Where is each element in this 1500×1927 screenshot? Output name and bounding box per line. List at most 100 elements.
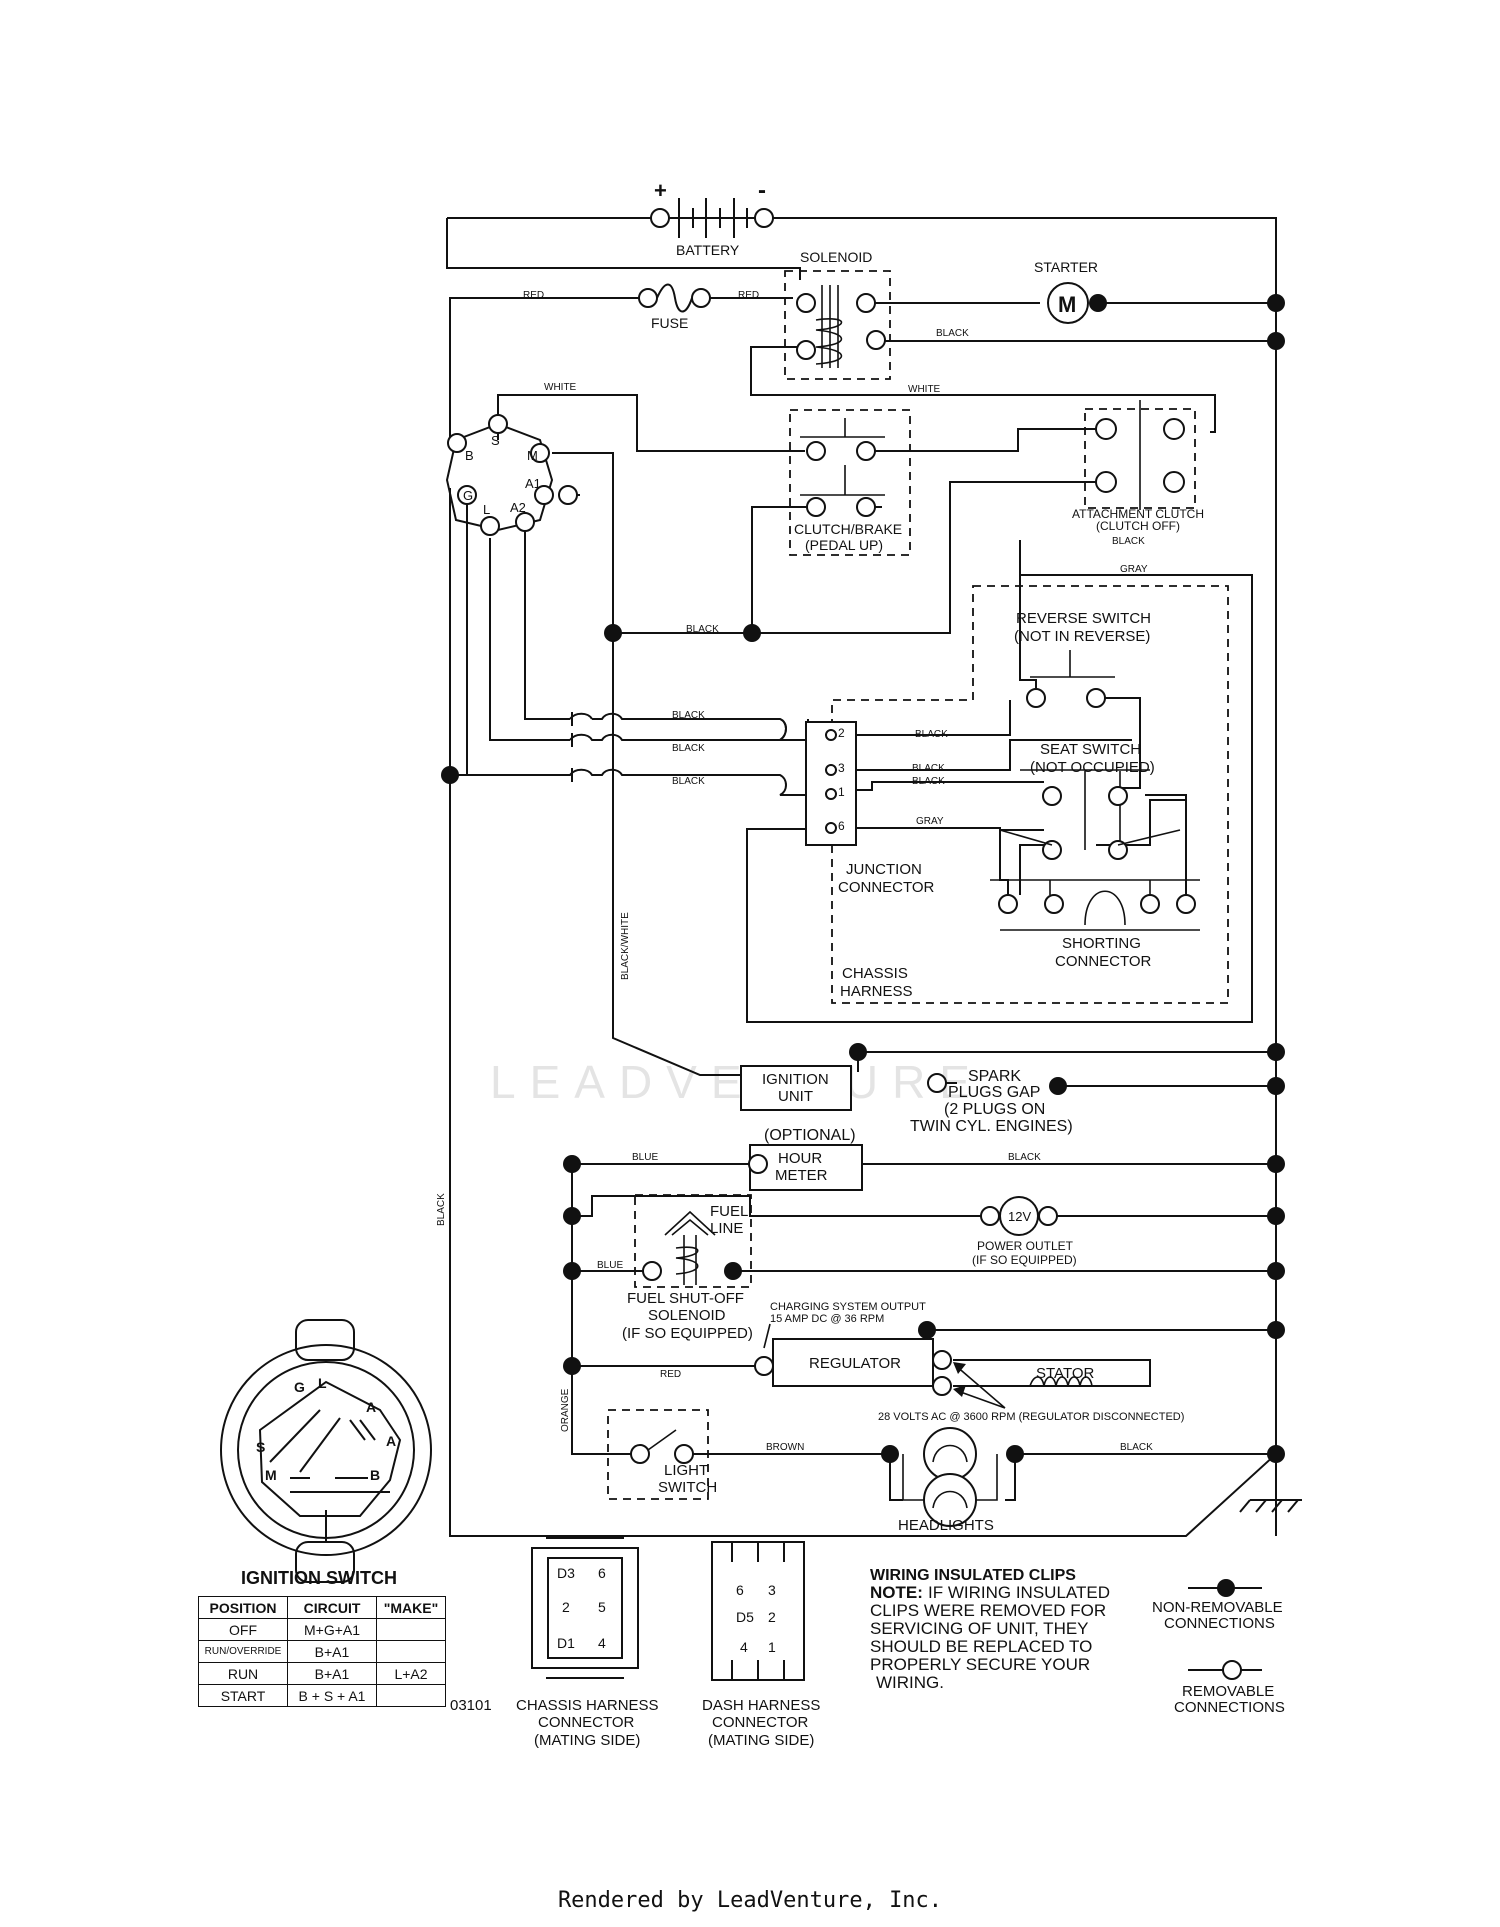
table-cell: B + S + A1: [287, 1684, 377, 1707]
chassis-label-1: CHASSIS: [842, 965, 908, 982]
table-header: CIRCUIT: [287, 1596, 377, 1619]
table-cell: [376, 1618, 446, 1641]
watermark-text: LEADVENTURE: [490, 1056, 984, 1108]
wire-label-red-2: RED: [738, 290, 759, 301]
hour-meter: (OPTIONAL) HOUR METER: [748, 1127, 863, 1191]
clips-note-bold: NOTE:: [870, 1583, 923, 1602]
chassis-conn-label-3: (MATING SIDE): [534, 1732, 640, 1749]
reverse-switch: REVERSE SWITCH (NOT IN REVERSE): [1014, 610, 1151, 708]
ignition-switch-terminals: S M B A1 G L A2: [445, 414, 578, 536]
table-row: RUN/OVERRIDE B+A1: [198, 1640, 446, 1663]
table-row: OFF M+G+A1: [198, 1618, 446, 1641]
table-cell: [376, 1684, 446, 1707]
legend-rem-2: CONNECTIONS: [1174, 1699, 1285, 1716]
ign-term-a2: A2: [510, 500, 526, 515]
light-switch-label-1: LIGHT: [664, 1462, 708, 1479]
ign-term-s: S: [491, 433, 500, 448]
reverse-label-2: (NOT IN REVERSE): [1014, 628, 1150, 645]
dash-pin-6: 6: [736, 1582, 744, 1598]
chassis-conn-label-2: CONNECTOR: [538, 1714, 635, 1731]
table-cell: RUN: [198, 1662, 288, 1685]
charging-label-1: CHARGING SYSTEM OUTPUT: [770, 1301, 926, 1313]
outlet-label-1: POWER OUTLET: [977, 1239, 1074, 1253]
svg-text:A: A: [366, 1399, 376, 1415]
wire-label-black-rail: BLACK: [436, 1193, 447, 1226]
charging-label-2: 15 AMP DC @ 36 RPM: [770, 1313, 884, 1325]
shorting-label-1: SHORTING: [1062, 935, 1141, 952]
optional-label: (OPTIONAL): [764, 1127, 856, 1144]
starter: M STARTER: [1034, 259, 1107, 324]
dash-harness-connector: 6 3 D5 2 4 1 DASH HARNESS CONNECTOR (MAT…: [702, 1541, 820, 1749]
chassis-conn-label-1: CHASSIS HARNESS: [516, 1697, 659, 1714]
reverse-label-1: REVERSE SWITCH: [1016, 610, 1151, 627]
table-cell: OFF: [198, 1618, 288, 1641]
fso-label-1: FUEL SHUT-OFF: [627, 1290, 744, 1307]
dash-pin-d5: D5: [736, 1609, 754, 1625]
dash-conn-label-3: (MATING SIDE): [708, 1732, 814, 1749]
chassis-label-2: HARNESS: [840, 983, 913, 1000]
wire-label-orange: ORANGE: [560, 1388, 571, 1432]
table-row: RUN B+A1 L+A2: [198, 1662, 446, 1685]
attachment-clutch-switch: ATTACHMENT CLUTCH (CLUTCH OFF) BLACK GRA…: [1072, 400, 1204, 575]
junction-connector: 2 3 1 6 JUNCTION CONNECTOR CHASSIS HARNE…: [805, 721, 935, 1000]
ignition-switch-face: G L A A S M B IGNITION SWITCH: [220, 1319, 432, 1588]
wire-label-gray-1: GRAY: [1120, 564, 1148, 575]
table-header: "MAKE": [376, 1596, 446, 1619]
ign-term-l: L: [483, 502, 490, 517]
svg-text:G: G: [294, 1379, 305, 1395]
clips-note-1: IF WIRING INSULATED: [928, 1583, 1110, 1602]
chassis-harness-boundary: [831, 585, 1229, 1004]
seat-label-2: (NOT OCCUPIED): [1030, 759, 1155, 776]
battery: + - BATTERY: [650, 177, 774, 258]
junction-label-1: JUNCTION: [846, 861, 922, 878]
wire-label-black-white: BLACK/WHITE: [620, 912, 631, 980]
wire-label-red-3: RED: [660, 1369, 681, 1380]
svg-text:M: M: [265, 1467, 277, 1483]
ign-term-b: B: [465, 448, 474, 463]
table-row: START B + S + A1: [198, 1684, 446, 1707]
chassis-pin-2: 2: [562, 1599, 570, 1615]
table-cell: L+A2: [376, 1662, 446, 1685]
wire-label-black-7: BLACK: [912, 776, 945, 787]
ac-note: 28 VOLTS AC @ 3600 RPM (REGULATOR DISCON…: [878, 1411, 1184, 1423]
solenoid-label: SOLENOID: [800, 249, 872, 265]
clips-note-4: SHOULD BE REPLACED TO: [870, 1637, 1092, 1656]
clips-note-5: PROPERLY SECURE YOUR: [870, 1655, 1090, 1674]
dash-pin-3: 3: [768, 1582, 776, 1598]
power-outlet: 12V POWER OUTLET (IF SO EQUIPPED): [972, 1196, 1077, 1267]
wire-label-black-meter: BLACK: [1008, 1152, 1041, 1163]
hour-meter-label-2: METER: [775, 1167, 828, 1184]
table-cell: B+A1: [287, 1640, 377, 1663]
fuse: FUSE: [638, 283, 711, 331]
regulator: CHARGING SYSTEM OUTPUT 15 AMP DC @ 36 RP…: [754, 1301, 1184, 1423]
wire-label-black-head: BLACK: [1120, 1442, 1153, 1453]
spark-label-2: PLUGS GAP: [948, 1084, 1040, 1101]
wire-label-black-solenoid: BLACK: [936, 328, 969, 339]
junction-pin-2: 2: [838, 726, 845, 740]
ign-term-g: G: [463, 488, 473, 503]
junction-pin-6: 6: [838, 819, 845, 833]
wire-label-black-2: BLACK: [672, 710, 705, 721]
ign-term-a1: A1: [525, 476, 541, 491]
clips-note-3: SERVICING OF UNIT, THEY: [870, 1619, 1089, 1638]
battery-minus: -: [758, 177, 766, 204]
wire-label-brown: BROWN: [766, 1442, 804, 1453]
chassis-harness-connector: D3 6 2 5 D1 4 CHASSIS HARNESS CONNECTOR …: [516, 1537, 659, 1749]
wire-label-black-4: BLACK: [672, 776, 705, 787]
legend: NON-REMOVABLE CONNECTIONS REMOVABLE CONN…: [1152, 1579, 1285, 1716]
svg-text:S: S: [256, 1439, 265, 1455]
wire-label-white-2: WHITE: [908, 384, 941, 395]
chassis-pin-5: 5: [598, 1599, 606, 1615]
outlet-label-2: (IF SO EQUIPPED): [972, 1253, 1077, 1267]
table-cell: M+G+A1: [287, 1618, 377, 1641]
fso-label-3: (IF SO EQUIPPED): [622, 1325, 753, 1342]
connection-dots: [441, 294, 1285, 1463]
dash-pin-1: 1: [768, 1639, 776, 1655]
legend-nonrem-1: NON-REMOVABLE: [1152, 1599, 1283, 1616]
clutch-brake-switch: CLUTCH/BRAKE (PEDAL UP): [789, 409, 911, 556]
attach-clutch-label-2: (CLUTCH OFF): [1096, 519, 1180, 533]
ignition-table: POSITION CIRCUIT "MAKE" OFF M+G+A1 RUN/O…: [198, 1596, 446, 1707]
seat-switch: SEAT SWITCH (NOT OCCUPIED): [999, 741, 1181, 860]
shorting-label-2: CONNECTOR: [1055, 953, 1152, 970]
